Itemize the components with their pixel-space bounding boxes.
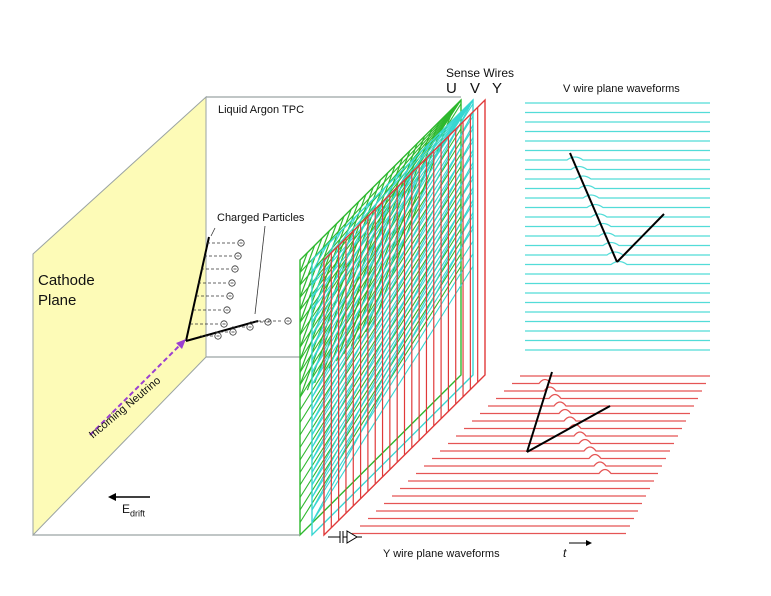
v-plane-wire bbox=[311, 216, 357, 298]
v-waveform-trace bbox=[525, 156, 710, 161]
charged-particle-tracks bbox=[185, 236, 292, 342]
v-waveform-trace bbox=[525, 213, 710, 218]
y-waveform-trace bbox=[480, 408, 690, 415]
cathode-label-line1: Cathode bbox=[38, 272, 95, 289]
neutrino-arrowhead-icon bbox=[176, 339, 186, 349]
v-plane-wire bbox=[311, 128, 445, 373]
y-plane-label: Y bbox=[492, 80, 503, 97]
y-waveform-trace bbox=[448, 438, 674, 445]
v-plane-track-b bbox=[616, 213, 665, 263]
v-waveform-trace bbox=[525, 194, 710, 199]
time-axis-label: t bbox=[563, 546, 567, 560]
y-plane-track-a bbox=[526, 371, 553, 453]
y-waveforms-label: Y wire plane waveforms bbox=[383, 548, 500, 560]
y-wire-plane bbox=[323, 98, 486, 537]
u-plane-wire bbox=[299, 99, 462, 311]
v-plane-wire bbox=[311, 245, 328, 273]
annotation-arrows bbox=[89, 225, 592, 546]
cathode-plane bbox=[32, 95, 207, 537]
v-waveform-trace bbox=[525, 175, 710, 180]
y-waveform-trace bbox=[456, 431, 678, 437]
amplifier-triangle-icon bbox=[346, 530, 358, 544]
neutrino-arrow bbox=[89, 342, 183, 436]
v-waveform-trace bbox=[525, 222, 710, 228]
y-waveform-trace bbox=[488, 401, 694, 407]
v-waveform-trace bbox=[525, 165, 710, 171]
v-plane-label: V bbox=[470, 80, 481, 97]
v-waveform-trace bbox=[525, 251, 710, 256]
v-waveform-trace bbox=[525, 232, 710, 237]
e-drift-label: Edrift bbox=[122, 502, 145, 518]
v-plane-wire bbox=[311, 99, 474, 273]
v-plane-waveforms bbox=[525, 102, 710, 351]
v-waveforms-label: V wire plane waveforms bbox=[563, 83, 680, 95]
proton-track bbox=[185, 320, 259, 342]
tpc-box-back-edges bbox=[206, 96, 461, 358]
v-waveform-trace bbox=[525, 260, 710, 266]
sense-wires-label: Sense Wires bbox=[446, 66, 515, 80]
y-waveform-trace bbox=[496, 393, 698, 400]
v-plane-track-a bbox=[569, 152, 618, 263]
charged-particles-label: Charged Particles bbox=[217, 212, 305, 224]
u-plane-wire bbox=[299, 99, 462, 273]
y-waveform-trace bbox=[416, 468, 658, 475]
v-waveform-trace bbox=[525, 203, 710, 209]
y-waveform-trace bbox=[472, 416, 686, 422]
y-waveform-trace bbox=[432, 453, 666, 460]
tpc-label: Liquid Argon TPC bbox=[218, 104, 305, 116]
time-arrowhead-icon bbox=[586, 540, 592, 546]
muon-track bbox=[185, 236, 210, 342]
e-drift-subscript: drift bbox=[130, 508, 146, 519]
y-waveform-trace bbox=[440, 446, 670, 452]
v-plane-frame bbox=[311, 98, 474, 537]
u-plane-wire bbox=[299, 252, 308, 273]
y-waveform-trace bbox=[504, 386, 702, 392]
u-plane-wire bbox=[299, 208, 352, 348]
v-waveform-trace bbox=[525, 184, 710, 190]
amplifier-icon bbox=[328, 530, 362, 544]
e-drift-arrowhead-icon bbox=[108, 493, 116, 501]
charged-particles-pointer-a bbox=[210, 227, 216, 237]
v-waveform-trace bbox=[525, 241, 710, 247]
y-plane-waveforms bbox=[352, 371, 710, 535]
e-drift-main: E bbox=[122, 502, 131, 516]
u-plane-label: U bbox=[446, 80, 457, 97]
cathode-label-line2: Plane bbox=[38, 292, 77, 309]
y-waveform-trace bbox=[512, 378, 706, 385]
y-plane-frame bbox=[323, 98, 486, 537]
charged-particles-pointer-b bbox=[254, 225, 266, 315]
y-waveform-trace bbox=[424, 461, 662, 467]
u-plane-frame bbox=[299, 98, 462, 537]
y-plane-track-b bbox=[526, 405, 611, 453]
u-plane-wire bbox=[299, 99, 462, 323]
u-plane-wire bbox=[299, 237, 323, 298]
